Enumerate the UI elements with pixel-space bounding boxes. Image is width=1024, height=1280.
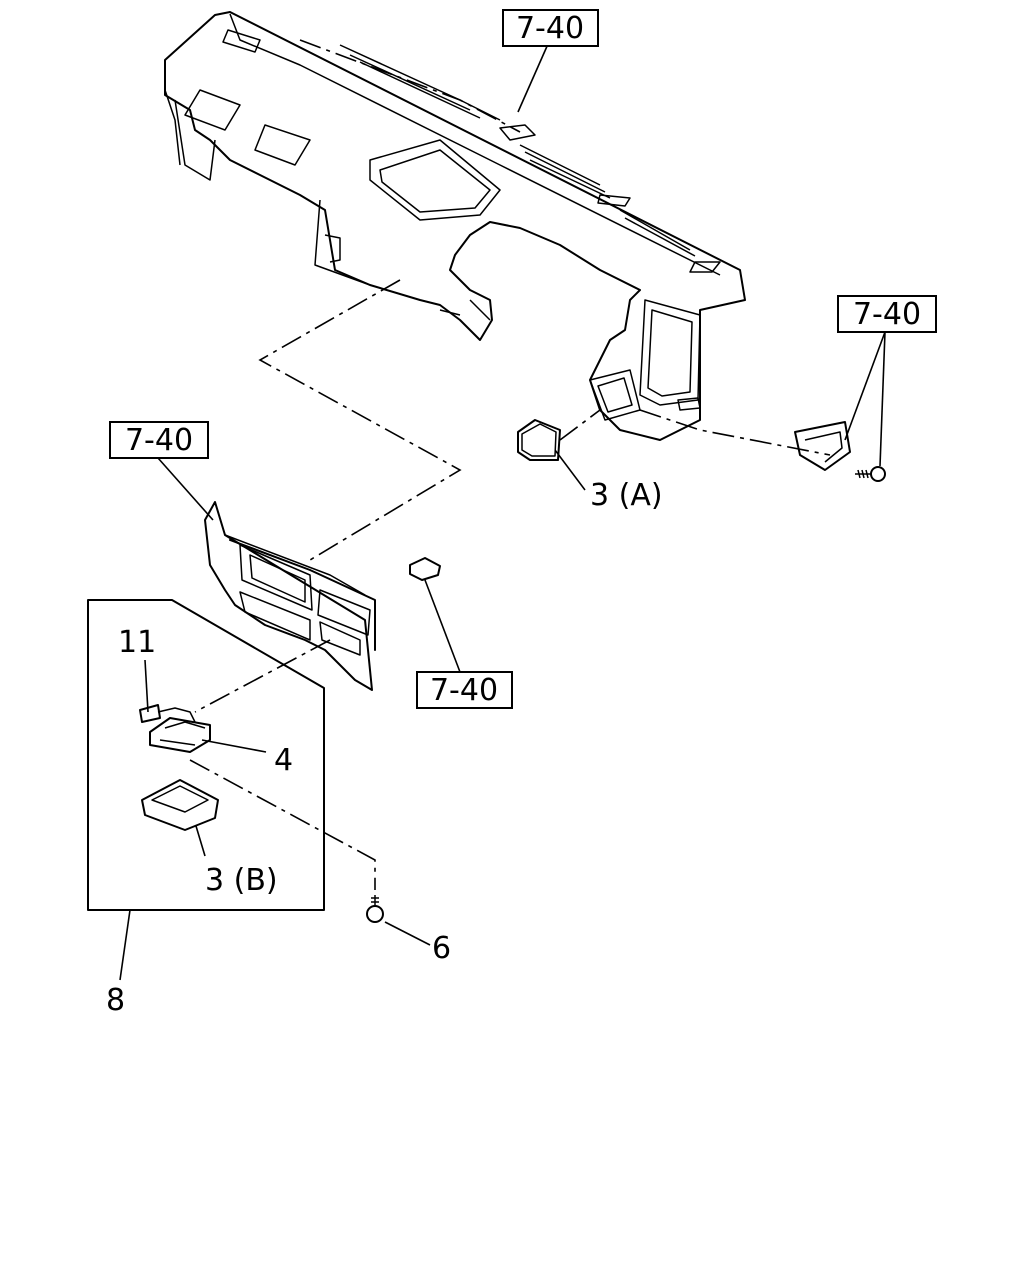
bezel-clip bbox=[409, 557, 441, 581]
instrument-panel bbox=[164, 11, 746, 441]
reference-label-left: 7-40 bbox=[125, 423, 193, 458]
callout-3a: 3 (A) bbox=[590, 478, 663, 513]
part-3b-tray bbox=[141, 779, 219, 831]
callout-8: 8 bbox=[106, 983, 125, 1018]
reference-label-top: 7-40 bbox=[516, 11, 584, 46]
callout-4: 4 bbox=[274, 743, 293, 778]
reference-label-right: 7-40 bbox=[853, 297, 921, 332]
part-11-harness bbox=[139, 704, 196, 723]
reference-box-bracket: 7-40 bbox=[416, 671, 513, 709]
callout-6: 6 bbox=[432, 931, 451, 966]
part-3a-pocket bbox=[517, 419, 561, 461]
reference-label-bracket: 7-40 bbox=[430, 673, 498, 708]
reference-box-left: 7-40 bbox=[109, 421, 209, 459]
assembly-lines bbox=[189, 39, 831, 890]
assembly-box-8 bbox=[87, 599, 325, 911]
reference-box-top: 7-40 bbox=[502, 9, 599, 47]
callout-11: 11 bbox=[118, 625, 156, 660]
center-bezel bbox=[204, 501, 376, 691]
part-4-housing bbox=[149, 717, 211, 753]
reference-box-right: 7-40 bbox=[837, 295, 937, 333]
leader-lines bbox=[119, 43, 886, 981]
screw-right bbox=[855, 466, 886, 482]
side-bracket bbox=[794, 421, 851, 471]
callout-3b: 3 (B) bbox=[205, 863, 278, 898]
part-6-screw bbox=[366, 895, 384, 923]
